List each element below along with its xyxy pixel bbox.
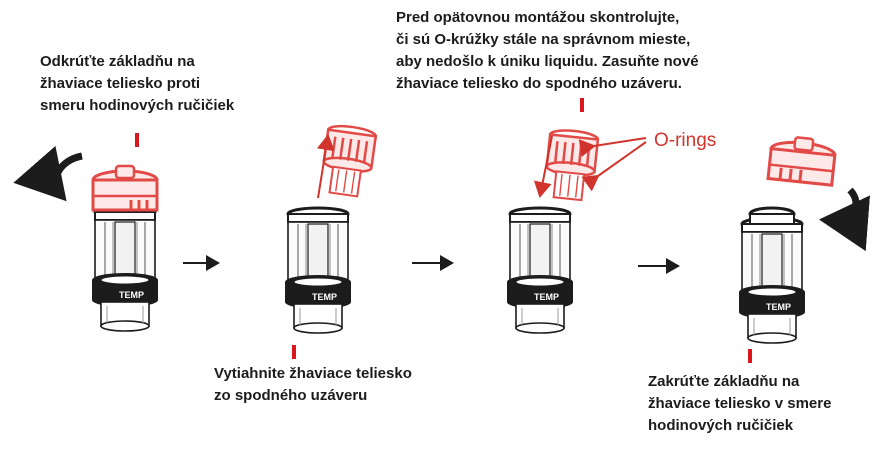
brand-label-step-4: TEMP <box>766 302 791 312</box>
caption-step-3: Pred opätovnou montážou skontrolujte, či… <box>396 9 699 92</box>
rotate-counterclockwise-icon <box>13 145 83 202</box>
tank-step-4: TEMP <box>737 206 807 345</box>
arrow-up-icon <box>316 134 335 199</box>
coil-unit-step-2 <box>318 122 378 199</box>
cap-step-4 <box>766 136 837 187</box>
caption-step-4: Zakrúťte základňu na žhaviace teliesko v… <box>648 373 832 434</box>
brand-label-step-2: TEMP <box>312 292 337 302</box>
tank-step-2: TEMP <box>283 206 353 335</box>
orings-label: O-rings <box>654 130 716 151</box>
oring-pointer-2 <box>581 141 647 192</box>
pointer-tick-step-3 <box>580 98 584 112</box>
caption-step-1: Odkrúťte základňu na žhaviace teliesko p… <box>40 53 235 114</box>
pointer-tick-step-1 <box>135 133 139 147</box>
pointer-tick-step-2 <box>292 345 296 359</box>
tank-step-3: TEMP <box>505 206 575 335</box>
caption-step-2: Vytiahnite žhaviace teliesko zo spodného… <box>214 365 412 404</box>
brand-label-step-3: TEMP <box>534 292 559 302</box>
rotate-clockwise-icon <box>819 187 871 252</box>
brand-label-step-1: TEMP <box>119 290 144 300</box>
pointer-tick-step-4 <box>748 349 752 363</box>
arrow-down-icon <box>533 135 553 198</box>
oring-pointer-1 <box>578 137 647 158</box>
tank-step-1: TEMP <box>90 164 160 333</box>
